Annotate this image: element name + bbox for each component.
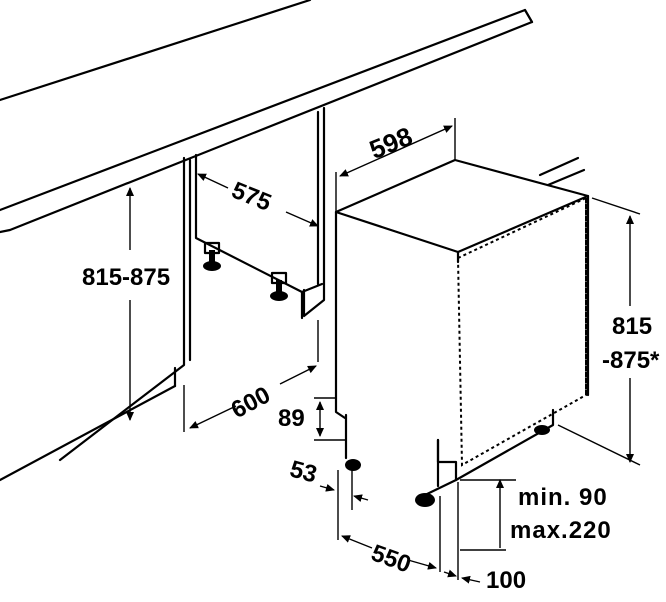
dim-575 (197, 173, 319, 227)
dim-598 (335, 118, 586, 212)
label-53: 53 (287, 456, 320, 489)
label-plinth-max: max.220 (510, 517, 612, 544)
label-815-appliance: 815 (612, 313, 652, 340)
dishwasher-foot-front-right (415, 493, 435, 507)
dim-100 (443, 482, 481, 584)
dim-600 (183, 320, 319, 432)
dim-plinth-height (460, 479, 516, 551)
label-100: 100 (486, 567, 526, 594)
countertop (0, 0, 534, 234)
dim-53 (319, 470, 369, 540)
label-815-875-niche: 815-875 (82, 264, 170, 291)
label-575: 575 (228, 177, 275, 217)
dishwasher-foot-back-right (534, 425, 550, 435)
dim-815-875-appliance (557, 197, 641, 466)
dim-89 (314, 397, 346, 441)
label-598: 598 (365, 121, 416, 165)
dim-550 (341, 496, 441, 572)
dishwasher-foot-front-left (345, 459, 361, 471)
back-cabinet (194, 106, 326, 320)
label-550: 550 (368, 540, 415, 579)
label-875-appliance: -875* (602, 347, 660, 374)
adjacent-cabinet (0, 156, 192, 482)
label-plinth-min: min. 90 (518, 484, 608, 511)
cabinet-foot-right (270, 271, 288, 301)
cabinet-foot-left (203, 241, 221, 271)
label-89: 89 (278, 405, 305, 432)
label-600: 600 (227, 381, 275, 424)
dishwasher (334, 158, 590, 497)
